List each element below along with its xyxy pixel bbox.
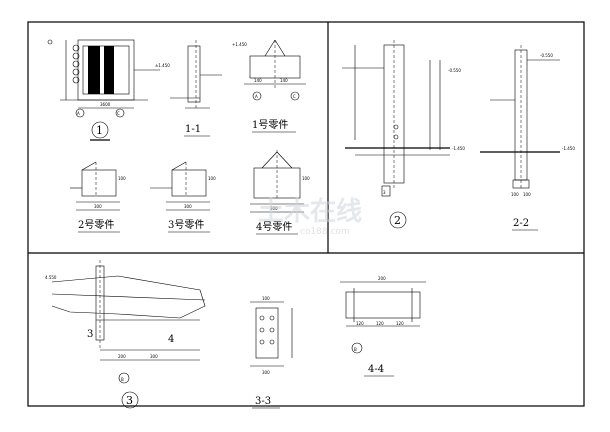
view2-section-elev-bottom: -1.450 xyxy=(562,146,575,151)
view3-axis-4: 4 xyxy=(168,334,174,345)
part3-dim-total: 300 xyxy=(184,204,192,209)
watermark: 土木在线 co188.com xyxy=(258,197,362,237)
view2-section-dim-1: 100 xyxy=(511,192,519,197)
view4-dim-2: 120 xyxy=(376,321,384,326)
view4-dim-3: 120 xyxy=(396,321,404,326)
view3-axis-b: B xyxy=(121,377,124,382)
section-4-4-label: 4-4 xyxy=(368,364,384,375)
part4-dim-1: 100 xyxy=(302,176,310,181)
view1-axis-a: A xyxy=(77,111,80,116)
view1-elev: ±1.450 xyxy=(155,63,170,68)
view3-number: 3 xyxy=(126,394,133,407)
view2-section: -0.550 -1.450 100 100 2-2 xyxy=(480,45,575,231)
view2-elev-bottom: -1.450 xyxy=(452,146,465,151)
part-1-drawing: 140 140 +1.450 A C 1号零件 xyxy=(232,39,306,133)
view-1-drawing: A C 3600 ±1.450 1 xyxy=(47,39,170,141)
view3-dim-1: 200 xyxy=(118,354,126,359)
part4-dim-total: 300 xyxy=(270,206,278,211)
part-3-drawing: 300 100 3号零件 xyxy=(150,161,216,233)
view3-axis-3: 3 xyxy=(87,329,93,340)
part4-label: 4号零件 xyxy=(256,221,292,233)
view1-axis-c: C xyxy=(117,111,120,116)
view4-dim-top: 200 xyxy=(378,276,386,281)
part-2-drawing: 300 100 2号零件 xyxy=(70,161,126,233)
view1-dim: 3600 xyxy=(100,102,111,107)
view-3-drawing: 200 300 4.550 3 4 B 3 xyxy=(45,260,206,409)
part1-dim-right: 140 xyxy=(280,78,288,83)
part3-dim-1: 100 xyxy=(208,176,216,181)
part1-dim-left: 140 xyxy=(254,78,262,83)
watermark-brand: 土木在线 xyxy=(258,197,362,227)
view3-section: 100 300 3-3 xyxy=(250,296,293,409)
section-3-3-label: 3-3 xyxy=(255,396,271,407)
view3-section-dim-top: 100 xyxy=(262,296,270,301)
part2-dim-total: 300 xyxy=(94,204,102,209)
section-2-2-label: 2-2 xyxy=(513,218,529,229)
view4-section: 120 120 120 200 B 4-4 xyxy=(340,276,426,377)
view1-callout-circle xyxy=(91,121,109,139)
part1-elev: +1.450 xyxy=(232,42,247,47)
view2-axis: 3 xyxy=(383,190,386,195)
part2-dim-1: 100 xyxy=(118,176,126,181)
view4-dim-1: 120 xyxy=(356,321,364,326)
part2-label: 2号零件 xyxy=(78,219,114,231)
part-4-drawing: 300 100 4号零件 xyxy=(250,150,310,235)
view1-section: 1-1 xyxy=(170,40,222,137)
view4-axis: B xyxy=(354,347,357,352)
view3-dim-2: 300 xyxy=(150,354,158,359)
view3-section-dim-bottom: 300 xyxy=(262,370,270,375)
watermark-site: co188.com xyxy=(300,227,350,237)
view2-elev-top: -0.550 xyxy=(448,68,461,73)
part3-label: 3号零件 xyxy=(168,219,204,231)
part1-axis-c: C xyxy=(293,94,296,99)
part1-axis-a: A xyxy=(255,94,258,99)
section-1-1-label: 1-1 xyxy=(185,124,201,135)
sheet-frame xyxy=(27,21,585,407)
view3-elev: 4.550 xyxy=(45,275,57,280)
view2-section-dim-2: 100 xyxy=(523,192,531,197)
view2-number: 2 xyxy=(394,214,401,227)
view1-number: 1 xyxy=(96,124,103,137)
view2-section-elev-top: -0.550 xyxy=(540,53,553,58)
view-2-drawing: -0.550 -1.450 3 2 xyxy=(342,40,465,229)
part1-label: 1号零件 xyxy=(252,119,288,131)
